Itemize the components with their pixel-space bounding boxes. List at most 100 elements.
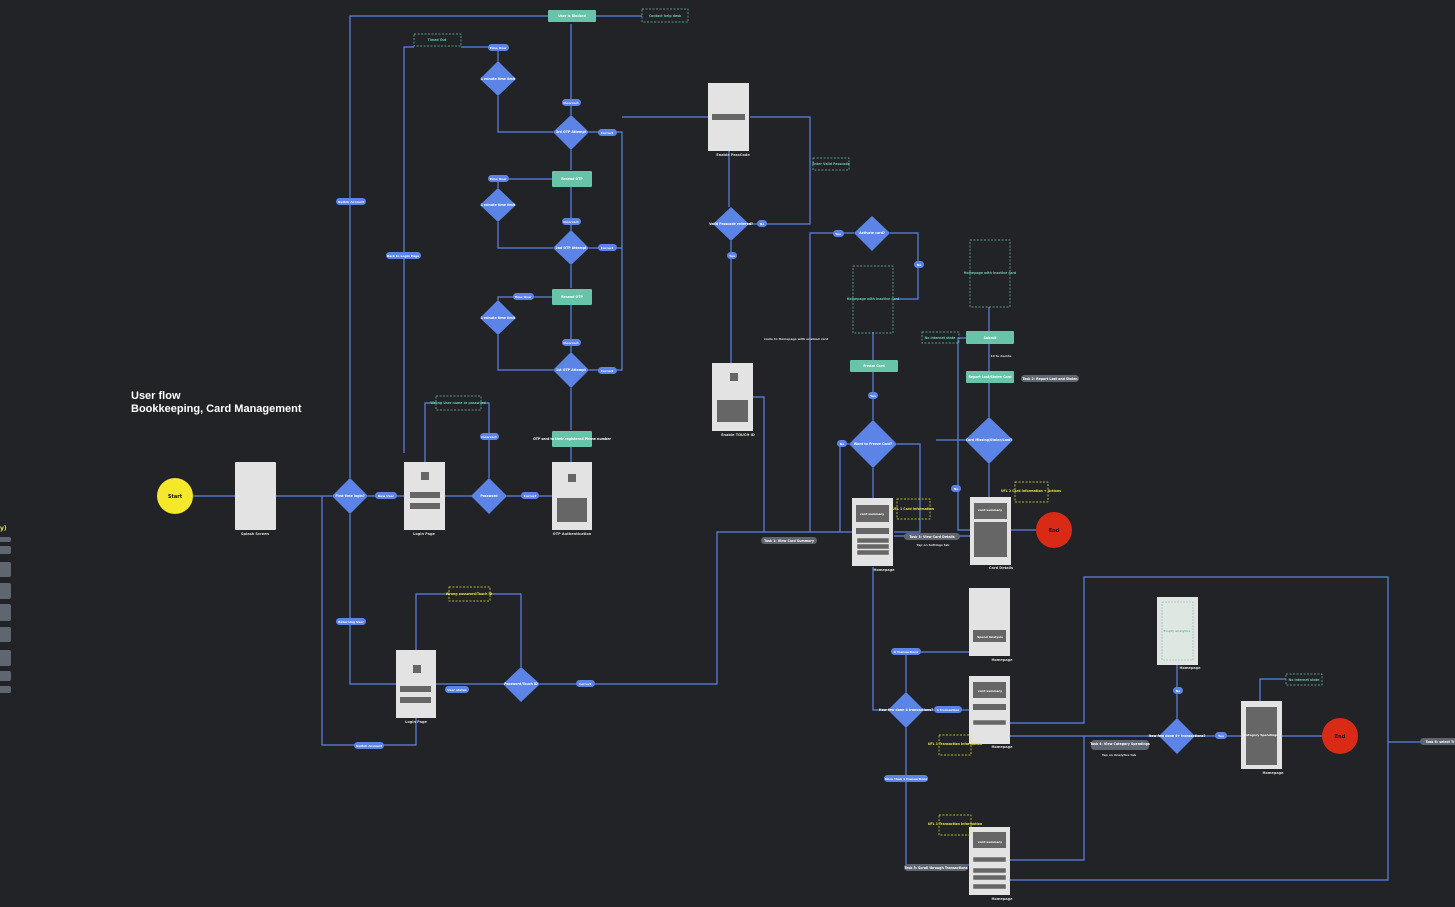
connector <box>905 651 969 692</box>
connector <box>809 232 854 532</box>
end-label: End <box>1049 528 1060 534</box>
txn-row <box>856 543 890 550</box>
edge-label: 1 transaction <box>937 708 959 712</box>
txn-rows <box>856 537 1007 890</box>
edge-pill <box>513 293 534 300</box>
note-no-internet-2 <box>1285 673 1323 686</box>
start-node <box>157 478 193 514</box>
decision-label: 1st OTP Attempt <box>556 368 586 372</box>
edge-pill <box>336 198 366 205</box>
connector <box>403 46 414 453</box>
note-label: Timed Out <box>428 38 447 42</box>
task-pill <box>1091 740 1149 750</box>
screen-nodes <box>235 83 1282 895</box>
screen-details <box>400 114 1277 848</box>
edge-pill <box>445 686 469 693</box>
decision-wait <box>480 188 516 222</box>
connector <box>497 222 553 249</box>
legend-item <box>0 627 11 642</box>
decision-label: First time login? <box>335 494 365 498</box>
note-ufl1 <box>896 498 931 520</box>
decision-nodes <box>332 61 1195 754</box>
decision-label: Want to Freeze Card? <box>854 442 893 446</box>
edge-pill <box>868 392 878 399</box>
connector <box>490 593 522 667</box>
process-nodes <box>548 10 1014 447</box>
edge-label: Correct <box>601 369 614 373</box>
txn-row <box>972 867 1007 874</box>
task-subtitle: Tap on Analytics tab <box>1102 753 1137 757</box>
screen-block <box>1246 707 1277 765</box>
edge-label: Time Over <box>514 295 532 299</box>
screen-field <box>400 697 431 703</box>
edge-pill <box>884 775 928 782</box>
legend-item <box>0 537 11 542</box>
edge-pills <box>336 44 1227 782</box>
legend-item <box>0 650 11 666</box>
process-otp-sent <box>552 431 592 447</box>
process-user-blocked <box>548 10 596 22</box>
process-label: Freeze Card <box>863 364 885 368</box>
edge-pill <box>757 220 767 227</box>
decision-second-otp <box>553 230 589 265</box>
connector <box>497 335 553 371</box>
screen-field <box>410 492 440 498</box>
note-label: UFL 1 Card Information <box>892 507 935 511</box>
connector <box>753 396 765 532</box>
connector <box>839 443 849 532</box>
start-end-nodes: Start End End <box>157 478 1358 754</box>
note-label: Enter Valid Passcode <box>812 162 850 166</box>
screen-icon <box>730 373 738 381</box>
edge-label: Correct <box>601 131 614 135</box>
connector <box>957 337 970 531</box>
caption: Homepage <box>1262 771 1284 775</box>
task-subtitles: Tap on Settings tab Tap on Analytics tab… <box>764 337 1137 757</box>
decision-activate <box>854 216 890 251</box>
edge-pill <box>914 261 924 268</box>
note-label: Wrong password/Touch ID <box>446 592 493 596</box>
edge-pill <box>598 367 617 374</box>
edge-label: Yes <box>1217 734 1224 738</box>
caption: Login Page <box>413 532 435 536</box>
note-label: Homepage with inactive card <box>964 271 1017 275</box>
edge-label: Back to Login Page <box>387 254 419 258</box>
edge-pill <box>354 742 384 749</box>
caption: Enable PassCode <box>716 153 750 157</box>
screen-field <box>400 686 431 692</box>
edge-pill <box>951 485 961 492</box>
note-wrong-creds <box>435 395 482 411</box>
note-labels: Contact help desk Timed Out Wrong User n… <box>428 14 1320 826</box>
decision-transactions-2 <box>1159 718 1195 754</box>
screen-block <box>717 400 748 422</box>
decision-label: How few done 4+ transactions? <box>1149 734 1206 738</box>
connector <box>890 232 919 300</box>
process-submit <box>966 331 1014 344</box>
legend-item <box>0 583 11 599</box>
legend-item <box>0 546 11 554</box>
annotation: 10 to decide <box>991 354 1012 358</box>
edge-label: Correct <box>601 246 614 250</box>
connector <box>497 296 552 300</box>
txn-row <box>972 856 1007 863</box>
note-ufl-txn <box>938 734 972 756</box>
task-label: Task 4: View Category Spendings <box>1090 742 1150 746</box>
inner-label: Empty analytics <box>1164 629 1191 633</box>
task-label: Task 1: View Card Summary <box>764 539 815 543</box>
process-label: OTP sent to their registered Phone numbe… <box>533 437 611 441</box>
edge-pill <box>562 99 581 106</box>
txn-row <box>856 537 890 544</box>
edge-label: Yes <box>834 232 841 236</box>
edge-label: Yes <box>728 254 735 258</box>
note-label: UFL 1 Transaction Information <box>928 742 983 746</box>
process-resend-otp <box>552 171 592 187</box>
caption: Homepage <box>991 658 1013 662</box>
edge-label: Incorrect <box>563 341 579 345</box>
edge-label: Yes <box>869 394 876 398</box>
decision-label: 1 minute time limit <box>481 316 516 320</box>
decision-label: 1 minute time limit <box>481 203 516 207</box>
flow-title-line-2: Bookkeeping, Card Management <box>131 403 302 415</box>
dashed-notes <box>413 8 1323 836</box>
task-labels: Task 1: View Card Summary Task 3: View C… <box>764 377 1455 870</box>
screen-icon <box>413 665 421 673</box>
empty-block <box>1161 601 1194 661</box>
